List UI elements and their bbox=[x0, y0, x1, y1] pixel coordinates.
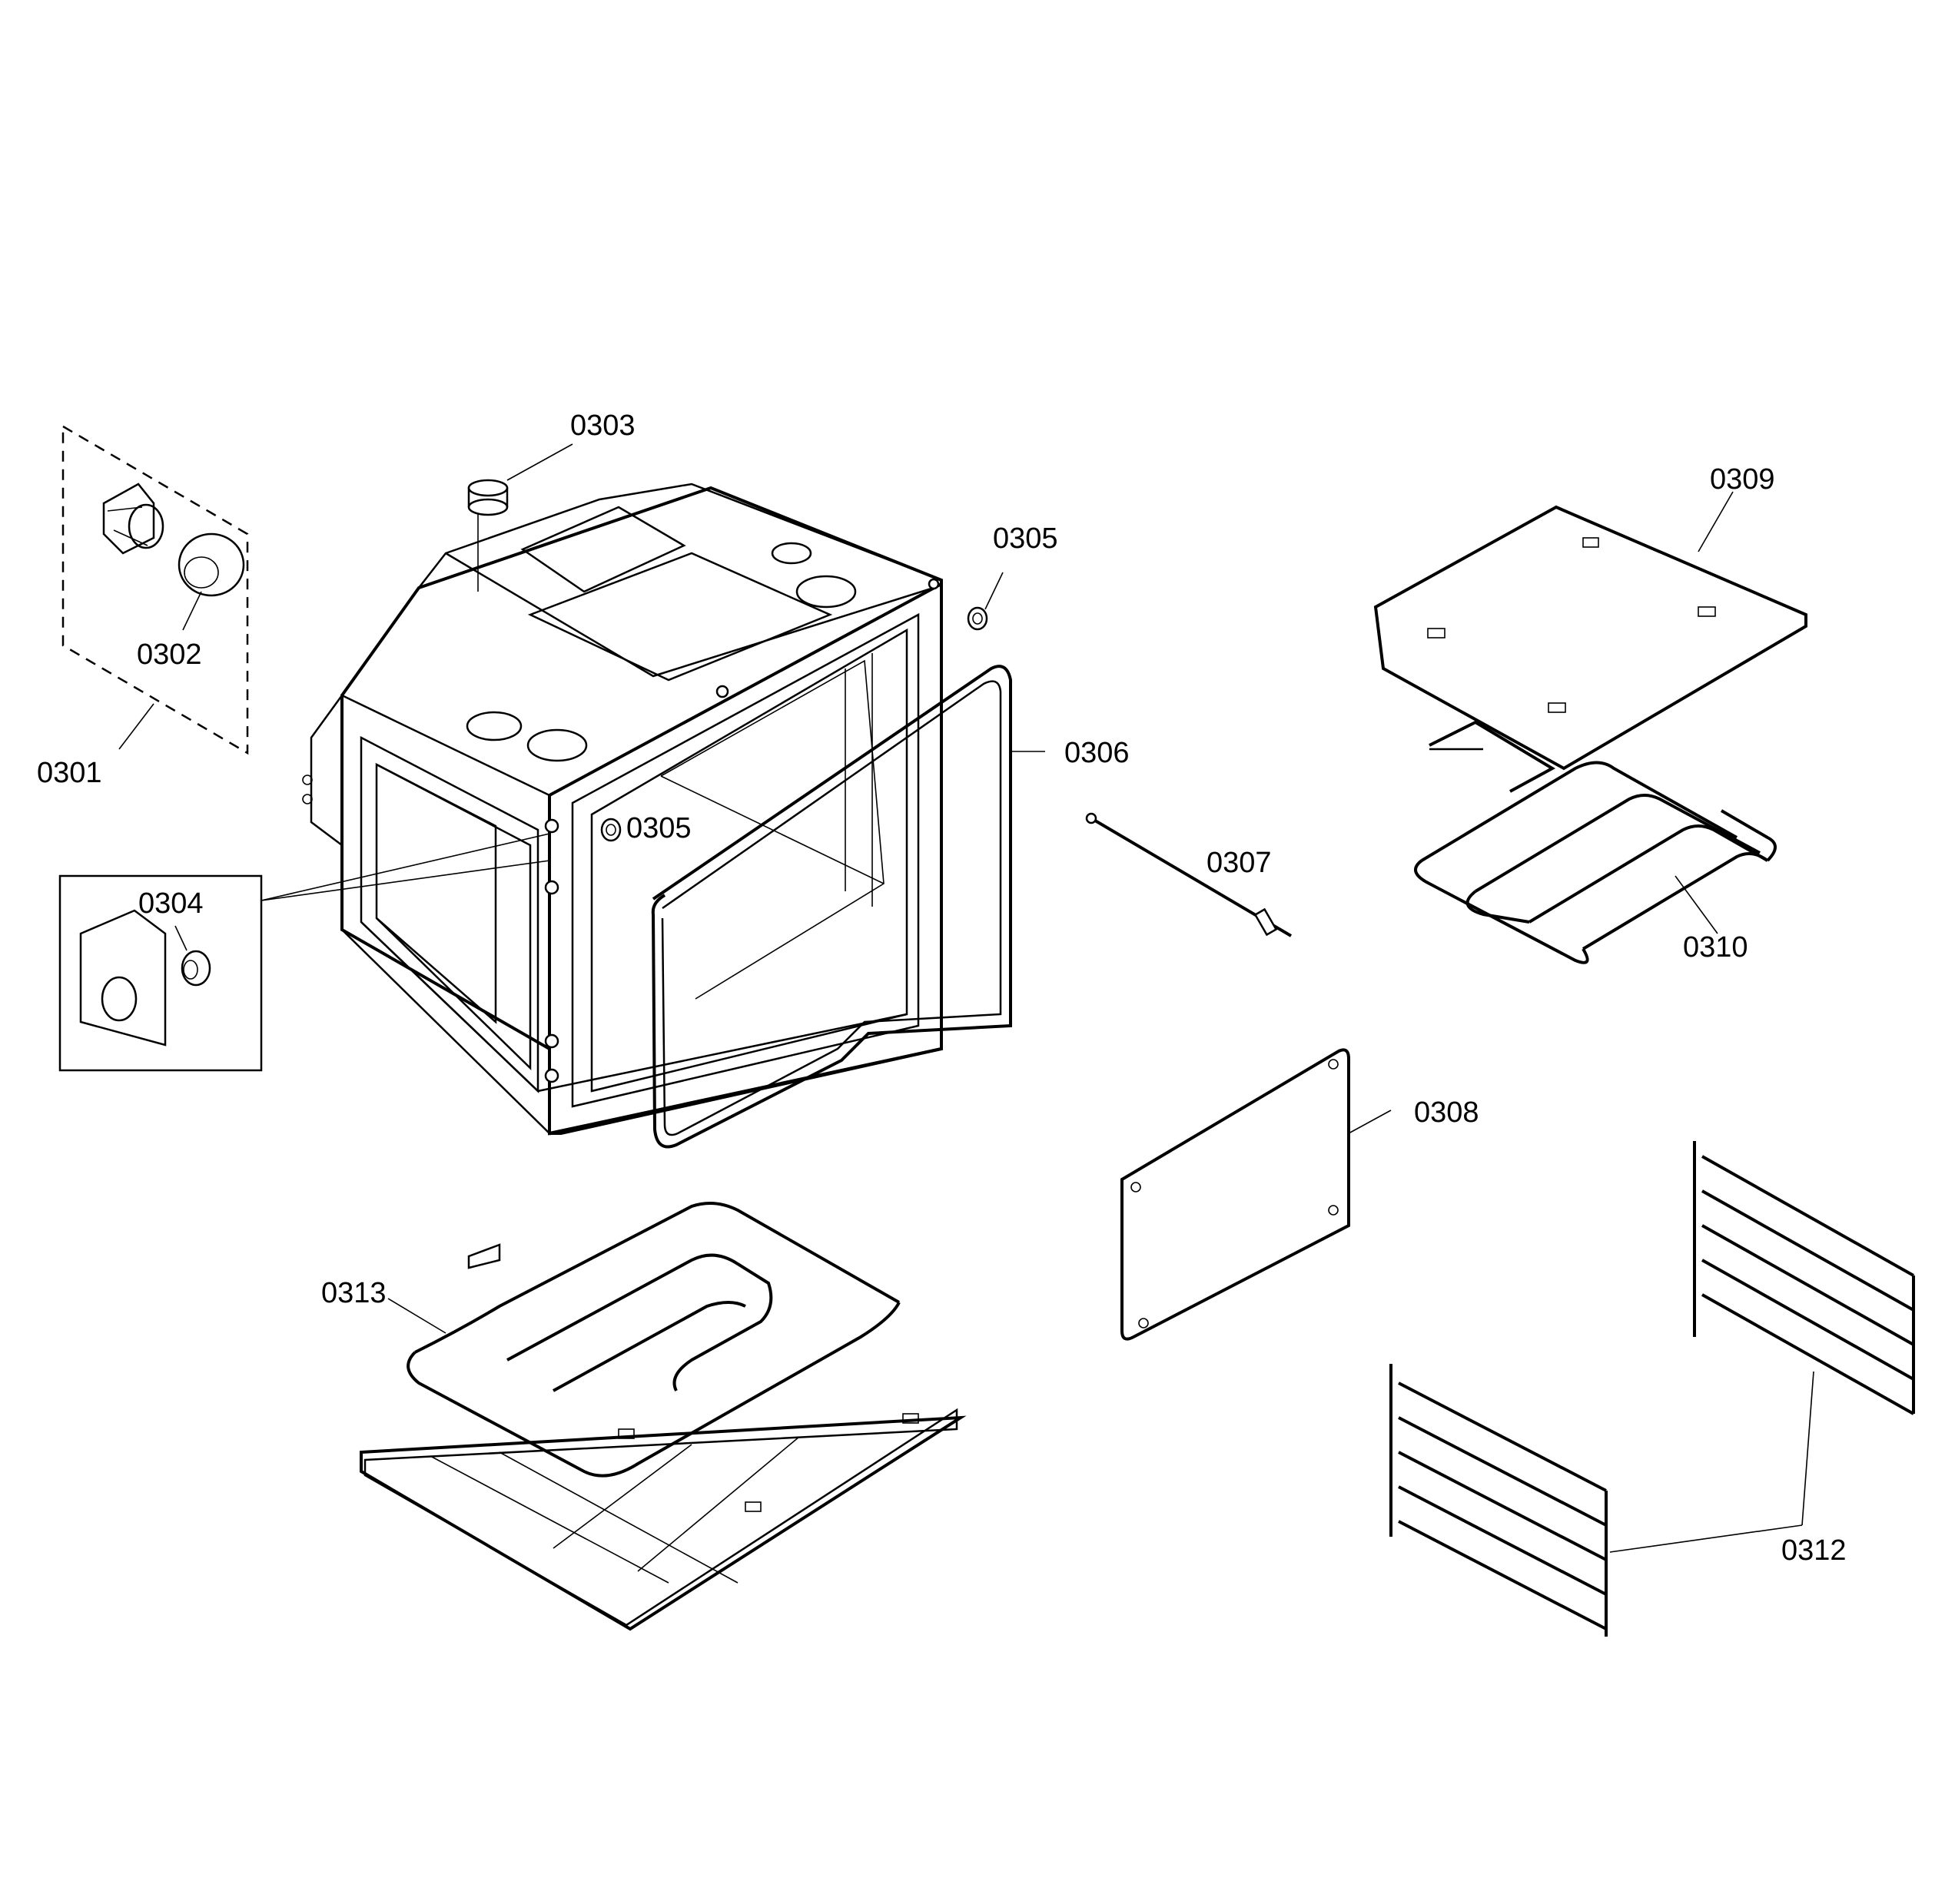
bottom-heating-element-part bbox=[360, 1202, 967, 1631]
lamp-socket-part bbox=[102, 483, 164, 555]
door-gasket-part bbox=[651, 665, 1045, 1149]
hinge-bracket-inset bbox=[58, 833, 550, 1072]
label-0310: 0310 bbox=[1683, 931, 1748, 964]
label-0303: 0303 bbox=[570, 410, 636, 442]
lamp-cover-part bbox=[178, 532, 245, 597]
label-0301: 0301 bbox=[37, 757, 102, 789]
oven-cavity-body bbox=[302, 483, 943, 1136]
side-rack-left-part bbox=[1389, 1364, 1803, 1637]
label-0304: 0304 bbox=[138, 887, 204, 920]
label-0305-front: 0305 bbox=[626, 812, 692, 844]
plug-part-front bbox=[600, 818, 622, 842]
plug-part-top bbox=[967, 572, 1004, 631]
label-0306: 0306 bbox=[1064, 737, 1130, 769]
temperature-sensor-part bbox=[1085, 812, 1293, 937]
top-cover-plate-part bbox=[1373, 491, 1807, 771]
top-fitting-part bbox=[467, 443, 573, 592]
rear-panel-part bbox=[1120, 1048, 1392, 1341]
label-0313: 0313 bbox=[321, 1277, 387, 1309]
lamp-assembly-group bbox=[61, 424, 249, 755]
label-0309: 0309 bbox=[1710, 463, 1775, 496]
label-0302: 0302 bbox=[137, 639, 202, 671]
label-0305-top: 0305 bbox=[993, 522, 1058, 555]
top-heating-element-part bbox=[1414, 720, 1777, 964]
label-0307: 0307 bbox=[1207, 847, 1272, 879]
label-0308: 0308 bbox=[1414, 1096, 1479, 1129]
side-rack-right-part bbox=[1693, 1141, 1915, 1526]
label-0312: 0312 bbox=[1781, 1534, 1847, 1567]
